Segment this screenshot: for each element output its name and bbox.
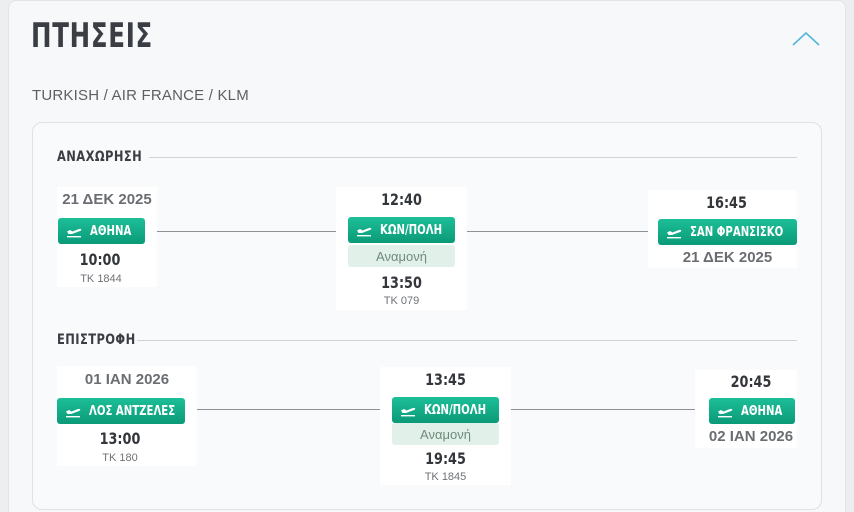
return-origin-badge[interactable]: ΛΟΣ ΑΝΤΖΕΛΕΣ [57,398,185,424]
plane-departure-icon [357,227,372,237]
outbound-divider [149,157,797,158]
outbound-stop-badge[interactable]: ΚΩΝ/ΠΟΛΗ [348,217,455,243]
return-origin-date: 01 ΙΑΝ 2026 [84,371,170,388]
return-stop-departure-time: 19:45 [425,449,466,468]
outbound-connector-1 [157,231,336,232]
return-stop-city: ΚΩΝ/ΠΟΛΗ [424,402,487,418]
collapse-button[interactable] [790,26,822,50]
outbound-origin-badge[interactable]: ΑΘΗΝΑ [58,218,145,244]
outbound-origin-time: 10:00 [79,250,121,269]
return-stop-arrival-time: 13:45 [425,370,466,389]
plane-departure-icon [401,407,416,417]
return-stop-status: Αναμονή [392,423,499,445]
outbound-origin-date: 21 ΔΕΚ 2025 [62,191,152,208]
return-origin-city: ΛΟΣ ΑΝΤΖΕΛΕΣ [89,403,176,419]
return-origin-flight: TK 180 [102,452,138,464]
return-origin-time: 13:00 [99,429,141,448]
return-destination-date: 02 ΙΑΝ 2026 [708,428,794,445]
page-title: ΠΤΗΣΕΙΣ [31,16,153,56]
outbound-origin-city: ΑΘΗΝΑ [90,223,132,239]
return-destination-city: ΑΘΗΝΑ [741,403,783,419]
outbound-connector-2 [467,231,648,232]
outbound-destination-date: 21 ΔΕΚ 2025 [682,249,773,266]
return-stop-badge[interactable]: ΚΩΝ/ΠΟΛΗ [392,397,499,423]
plane-departure-icon [667,229,682,239]
return-section-title: ΕΠΙΣΤΡΟΦΗ [57,332,136,348]
return-connector-1 [197,409,391,410]
outbound-stop-status: Αναμονή [348,245,455,267]
outbound-stop-city: ΚΩΝ/ΠΟΛΗ [380,222,443,238]
outbound-section-title: ΑΝΑΧΩΡΗΣΗ [57,149,143,165]
return-destination-badge[interactable]: ΑΘΗΝΑ [709,398,795,424]
plane-departure-icon [66,408,81,418]
airlines-label: TURKISH / AIR FRANCE / KLM [32,87,249,104]
outbound-destination-city: ΣΑΝ ΦΡΑΝΣΙΣΚΟ [690,224,784,240]
plane-departure-icon [67,228,82,238]
plane-departure-icon [718,408,733,418]
return-connector-2 [511,409,695,410]
return-destination-time: 20:45 [730,372,772,391]
outbound-stop-departure-time: 13:50 [381,273,422,292]
outbound-destination-badge[interactable]: ΣΑΝ ΦΡΑΝΣΙΣΚΟ [658,219,797,245]
outbound-origin-flight: TK 1844 [80,273,122,285]
chevron-up-icon [792,31,820,46]
outbound-destination-time: 16:45 [706,193,747,212]
return-divider [137,340,797,341]
outbound-stop-arrival-time: 12:40 [381,190,422,209]
outbound-stop-flight: TK 079 [383,295,420,307]
return-stop-flight: TK 1845 [424,471,467,483]
